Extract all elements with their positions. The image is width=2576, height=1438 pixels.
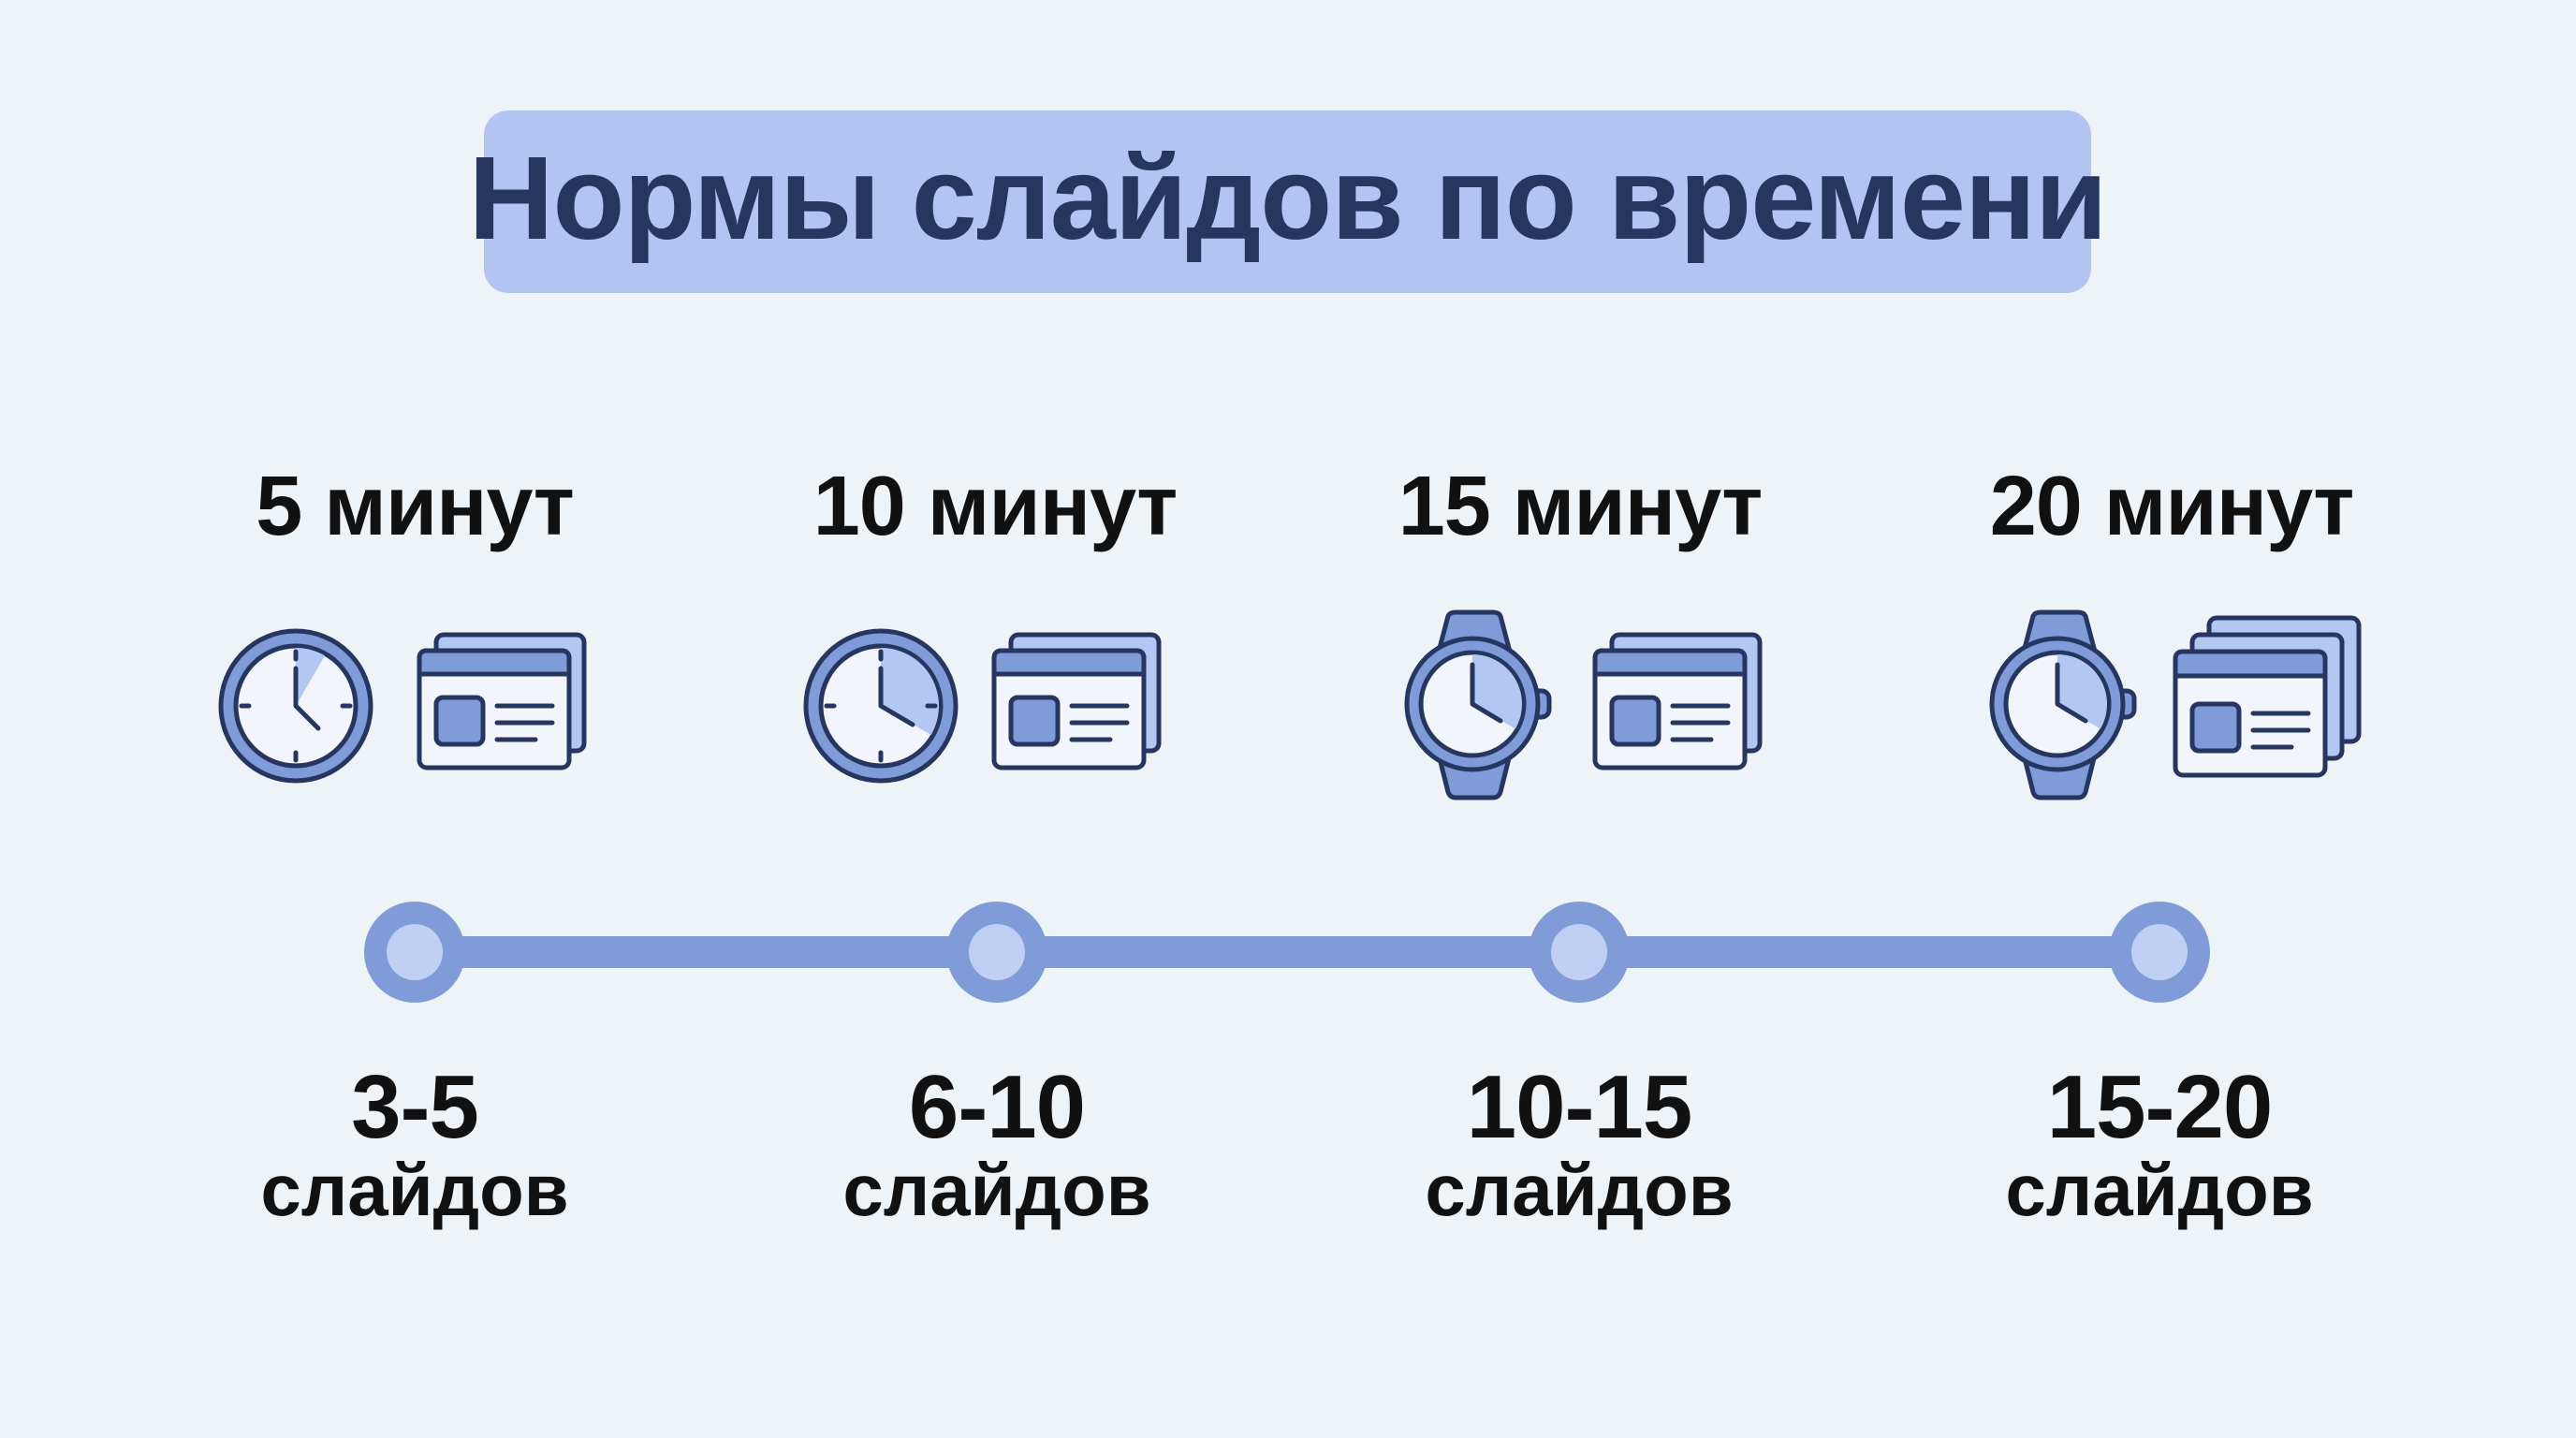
timeline-node bbox=[946, 902, 1047, 1003]
slides-stack-icon bbox=[991, 632, 1162, 770]
slides-stack-icon bbox=[2173, 615, 2362, 778]
slides-stack-icon bbox=[417, 632, 587, 770]
duration-label: 5 минут bbox=[256, 460, 575, 553]
timeline-node-inner bbox=[387, 924, 443, 980]
timeline-node-inner bbox=[1551, 924, 1607, 980]
timeline-node bbox=[364, 902, 465, 1003]
title-banner: Нормы слайдов по времени bbox=[469, 110, 2107, 293]
slide-count-unit: слайдов bbox=[2005, 1149, 2314, 1231]
duration-label: 15 минут bbox=[1398, 460, 1764, 553]
page-title: Нормы слайдов по времени bbox=[468, 132, 2108, 264]
duration-label: 20 минут bbox=[1989, 460, 2355, 553]
timeline-node bbox=[1529, 902, 1630, 1003]
watch-icon bbox=[1989, 609, 2137, 800]
timeline-node-inner bbox=[969, 924, 1025, 980]
slide-count-unit: слайдов bbox=[1425, 1149, 1734, 1231]
slide-count-range: 6-10 bbox=[908, 1057, 1086, 1157]
duration-label: 10 минут bbox=[812, 460, 1178, 553]
slide-count-unit: слайдов bbox=[260, 1149, 569, 1231]
timeline-node bbox=[2109, 902, 2210, 1003]
timeline-bar bbox=[415, 936, 2159, 968]
timeline-node-inner bbox=[2131, 924, 2188, 980]
clock-icon bbox=[218, 628, 373, 784]
slide-count-range: 3-5 bbox=[351, 1057, 479, 1157]
watch-icon bbox=[1404, 609, 1552, 800]
slides-stack-icon bbox=[1592, 632, 1763, 770]
slide-count-range: 15-20 bbox=[2046, 1057, 2274, 1157]
clock-icon bbox=[803, 628, 959, 784]
slide-count-unit: слайдов bbox=[842, 1149, 1151, 1231]
slide-count-range: 10-15 bbox=[1466, 1057, 1693, 1157]
